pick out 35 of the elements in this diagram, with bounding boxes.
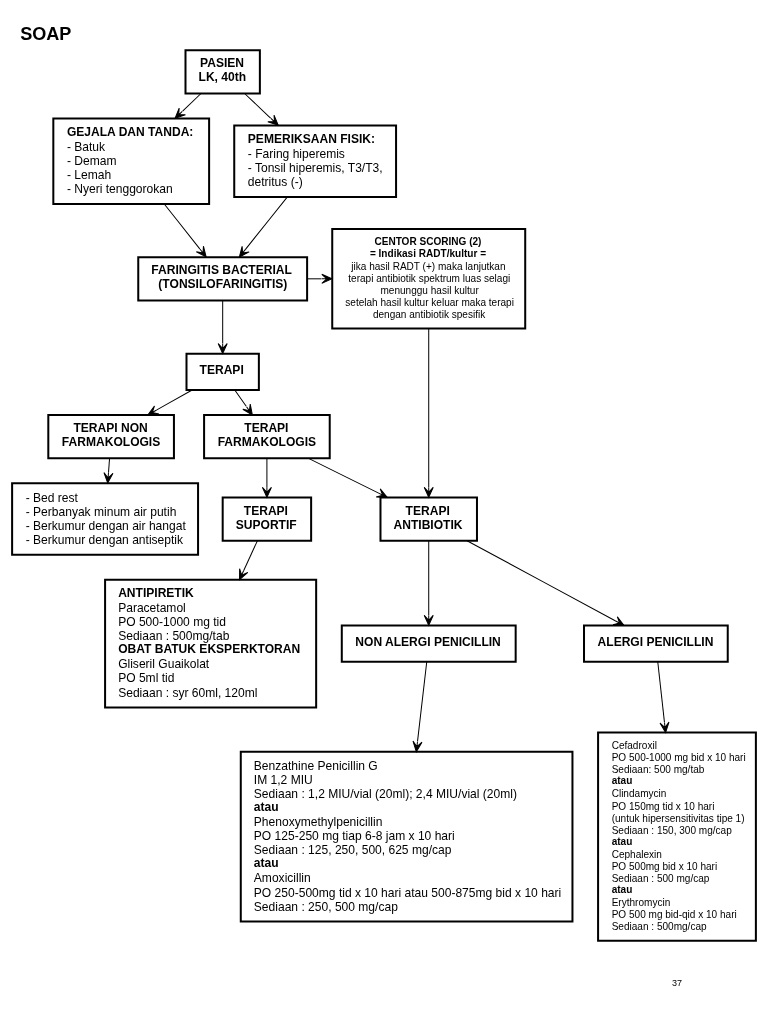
arrow	[657, 661, 670, 734]
arrow	[306, 273, 333, 284]
arrow	[174, 93, 202, 119]
node-box: PASIEN LK, 40th	[184, 49, 261, 95]
node-box: NON ALERGI PENICILLIN	[340, 624, 517, 663]
arrow	[423, 328, 434, 498]
node-box: CENTOR SCORING (2) = Indikasi RADT/kultur = jika hasil RADT (+) maka lanjutkan terapi antibiotik spektrum luas selagi menunggu hasil kultur setelah hasil kultur keluar maka terapi dengan antibiotik spesifik	[331, 228, 527, 330]
node-box: TERAPI NON FARMAKOLOGIS	[47, 414, 175, 460]
node-box: FARINGITIS BACTERIAL (TONSILOFARINGITIS)	[137, 256, 309, 302]
node-box: ANTIPIRETIK Paracetamol PO 500-1000 mg tid Sediaan : 500mg/tab OBAT BATUK EKSPERKTORAN Gliseril Guaikolat PO 5ml tid Sediaan : syr 60ml, 120ml	[104, 578, 318, 709]
arrow	[412, 661, 428, 753]
node-box: - Bed rest - Perbanyak minum air putih - Berkumur dengan air hangat - Berkumur dengan antiseptik	[11, 482, 200, 556]
arrow	[234, 389, 253, 416]
node-box: Benzathine Penicillin G IM 1,2 MIU Sediaan : 1,2 MIU/vial (20ml); 2,4 MIU/vial (20ml) atau Phenoxymethylpenicillin PO 125-250 mg tiap 6-8 jam x 10 hari Sediaan : 125, 250, 500, 625 mg/cap atau Amoxicillin PO 250-500mg tid x 10 hari atau 500-875mg bid x 10 hari Sediaan : 250, 500 mg/cap	[239, 750, 574, 923]
arrow	[103, 457, 114, 484]
arrow	[217, 299, 228, 355]
node-box: GEJALA DAN TANDA: - Batuk - Demam - Lemah - Nyeri tenggorokan	[52, 117, 211, 205]
arrow	[238, 196, 288, 258]
arrow	[147, 389, 193, 416]
node-box: PEMERIKSAAN FISIK: - Faring hiperemis - Tonsil hiperemis, T3/T3, detritus (-)	[233, 124, 398, 198]
node-box: ALERGI PENICILLIN	[583, 624, 729, 663]
label: 37	[671, 978, 683, 989]
arrow	[308, 457, 388, 498]
arrow	[261, 457, 272, 498]
node-box: Cefadroxil PO 500-1000 mg bid x 10 hari Sediaan: 500 mg/tab atau Clindamycin PO 150mg tid x 10 hari (untuk hipersensitivitas tipe 1) Sediaan : 150, 300 mg/cap atau Cephalexin PO 500mg bid x 10 hari Sediaan : 500 mg/cap atau Erythromycin PO 500 mg bid-qid x 10 hari Sediaan : 500mg/cap	[597, 731, 757, 942]
arrow	[244, 93, 279, 126]
node-box: TERAPI	[185, 352, 260, 391]
node-box: TERAPI FARMAKOLOGIS	[203, 414, 331, 460]
arrow	[239, 540, 258, 581]
arrow	[163, 203, 207, 258]
arrow	[423, 540, 434, 626]
arrow	[466, 540, 625, 626]
node-box: TERAPI ANTIBIOTIK	[379, 496, 478, 542]
diagram-title: SOAP	[20, 23, 72, 44]
node-box: TERAPI SUPORTIF	[221, 496, 313, 542]
